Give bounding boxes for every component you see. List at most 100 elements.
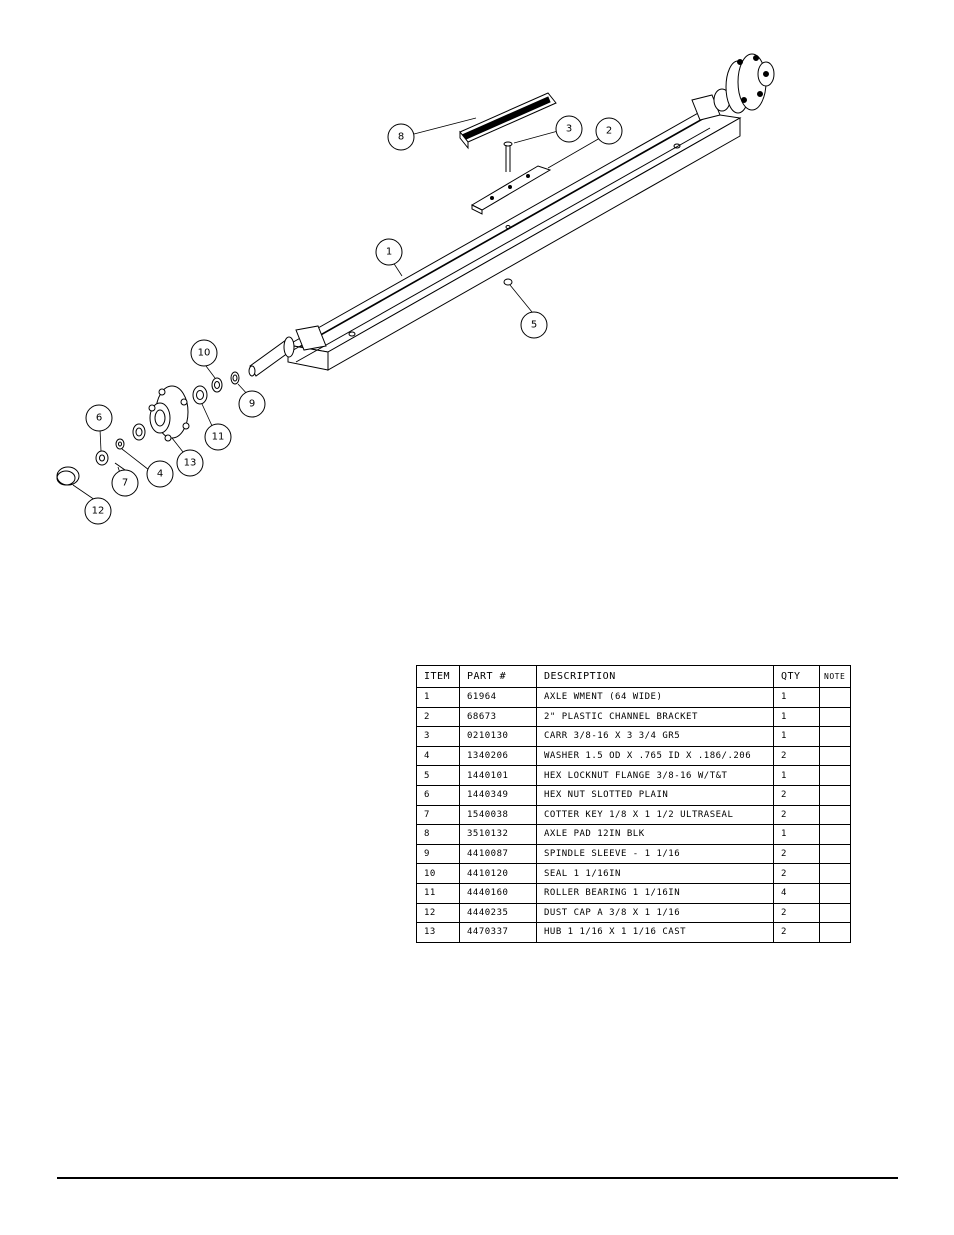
cell-qty: 2 (773, 843, 820, 865)
cell-qty: 1 (773, 765, 820, 786)
exploded-assembly-drawing: 1 2 3 4 5 6 7 8 9 10 11 12 (56, 53, 775, 525)
leader-lines (72, 117, 601, 501)
axle-channel (286, 94, 742, 371)
right-hub-assembly (713, 53, 775, 114)
cell-part-number: 1540038 (459, 804, 537, 826)
cell-part-number: 0210130 (459, 726, 537, 747)
cell-item: 2 (416, 706, 460, 728)
cell-note (819, 843, 851, 865)
table-row: 2 68673 2" PLASTIC CHANNEL BRACKET 1 (416, 706, 851, 728)
table-row: 13 4470337 HUB 1 1/16 X 1 1/16 CAST 2 (416, 922, 851, 943)
cell-part-number: 3510132 (459, 824, 537, 845)
balloon-3: 3 (555, 115, 583, 143)
slotted-nut (95, 450, 109, 466)
cell-description: SPINDLE SLEEVE - 1 1/16 (536, 843, 774, 865)
balloon-9-label: 9 (249, 399, 255, 410)
cell-note (819, 902, 851, 924)
balloon-6-label: 6 (96, 413, 102, 424)
table-row: 8 3510132 AXLE PAD 12IN BLK 1 (416, 824, 851, 845)
balloon-13: 13 (176, 449, 204, 477)
cell-item: 9 (416, 843, 460, 865)
footer-divider (57, 1177, 898, 1179)
cell-description: HEX NUT SLOTTED PLAIN (536, 784, 774, 806)
balloon-4: 4 (146, 460, 174, 488)
cell-qty: 2 (773, 804, 820, 826)
balloon-5: 5 (520, 311, 548, 339)
cell-note (819, 784, 851, 806)
hex-locknut (503, 278, 513, 286)
outer-bearing (132, 423, 146, 441)
balloon-11-label: 11 (212, 432, 225, 443)
balloon-9: 9 (238, 390, 266, 418)
cell-item: 1 (416, 687, 460, 708)
balloon-8-label: 8 (398, 132, 404, 143)
balloon-10-label: 10 (198, 348, 211, 359)
table-row: 11 4440160 ROLLER BEARING 1 1/16IN 4 (416, 882, 851, 904)
cell-item: 12 (416, 902, 460, 924)
cell-qty: 2 (773, 745, 820, 767)
header-part-number: PART # (459, 665, 537, 688)
spindle-sleeve-and-seal (211, 371, 240, 393)
axle-pad (459, 92, 557, 150)
cell-item: 10 (416, 863, 460, 884)
table-row: 6 1440349 HEX NUT SLOTTED PLAIN 2 (416, 784, 851, 806)
header-item: ITEM (416, 665, 460, 688)
cell-note (819, 765, 851, 786)
cell-item: 6 (416, 784, 460, 806)
balloon-7-label: 7 (122, 478, 128, 489)
balloon-4-label: 4 (157, 469, 163, 480)
cell-description: HEX LOCKNUT FLANGE 3/8-16 W/T&T (536, 765, 774, 786)
table-row: 5 1440101 HEX LOCKNUT FLANGE 3/8-16 W/T&… (416, 765, 851, 786)
cell-part-number: 4470337 (459, 922, 537, 943)
balloon-2-label: 2 (606, 126, 612, 137)
cell-item: 8 (416, 824, 460, 845)
carriage-bolt (503, 141, 513, 172)
channel-bracket (470, 165, 552, 215)
cell-part-number: 4440160 (459, 882, 537, 904)
cell-qty: 2 (773, 922, 820, 943)
balloon-11: 11 (204, 423, 232, 451)
cell-note (819, 726, 851, 747)
table-row: 3 0210130 CARR 3/8-16 X 3 3/4 GR5 1 (416, 726, 851, 747)
cell-note (819, 804, 851, 826)
cell-part-number: 4440235 (459, 902, 537, 924)
cotter-key (114, 462, 126, 471)
cell-qty: 4 (773, 882, 820, 904)
balloon-8: 8 (387, 123, 415, 151)
cell-part-number: 1440349 (459, 784, 537, 806)
roller-bearing (192, 385, 208, 405)
cell-item: 13 (416, 922, 460, 943)
cell-note (819, 745, 851, 767)
cell-description: AXLE PAD 12IN BLK (536, 824, 774, 845)
balloon-1: 1 (375, 238, 403, 266)
cell-qty: 1 (773, 726, 820, 747)
table-row: 1 61964 AXLE WMENT (64 WIDE) 1 (416, 687, 851, 708)
cell-note (819, 922, 851, 943)
balloon-1-label: 1 (386, 247, 392, 258)
cell-description: WASHER 1.5 OD X .765 ID X .186/.206 (536, 745, 774, 767)
cell-qty: 2 (773, 902, 820, 924)
cell-description: DUST CAP A 3/8 X 1 1/16 (536, 902, 774, 924)
cell-description: AXLE WMENT (64 WIDE) (536, 687, 774, 708)
balloon-10: 10 (190, 339, 218, 367)
cell-description: CARR 3/8-16 X 3 3/4 GR5 (536, 726, 774, 747)
cell-part-number: 4410087 (459, 843, 537, 865)
cell-note (819, 687, 851, 708)
balloon-12: 12 (84, 497, 112, 525)
balloon-3-label: 3 (566, 124, 572, 135)
cell-part-number: 1440101 (459, 765, 537, 786)
cell-part-number: 1340206 (459, 745, 537, 767)
table-header-row: ITEM PART # DESCRIPTION QTY NOTE (416, 665, 851, 688)
cell-qty: 2 (773, 863, 820, 884)
cell-part-number: 4410120 (459, 863, 537, 884)
table-row: 4 1340206 WASHER 1.5 OD X .765 ID X .186… (416, 745, 851, 767)
header-description: DESCRIPTION (536, 665, 774, 688)
table-row: 12 4440235 DUST CAP A 3/8 X 1 1/16 2 (416, 902, 851, 924)
left-hub (148, 385, 190, 442)
cell-qty: 2 (773, 784, 820, 806)
balloon-13-label: 13 (184, 458, 197, 469)
cell-note (819, 882, 851, 904)
table-row: 7 1540038 COTTER KEY 1/8 X 1 1/2 ULTRASE… (416, 804, 851, 826)
cell-item: 7 (416, 804, 460, 826)
left-spindle (248, 336, 295, 377)
